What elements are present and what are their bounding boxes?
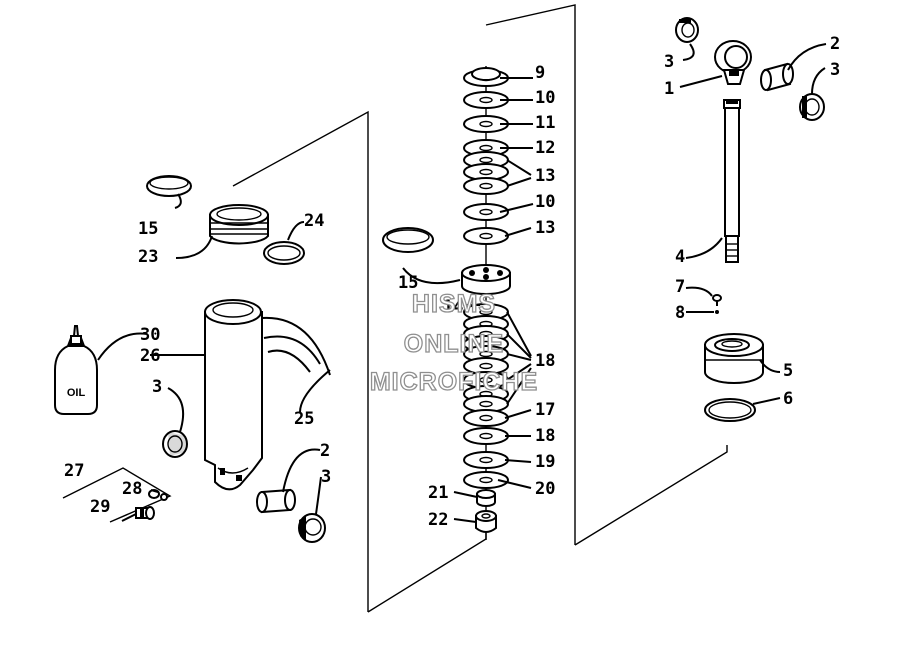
seal-ring-15-left (146, 175, 192, 197)
nut-22 (475, 510, 497, 533)
o-ring-6 (704, 398, 756, 422)
shim-washer-hole (479, 414, 493, 422)
seal-head-5 (704, 333, 764, 384)
callout-8: 8 (675, 303, 685, 323)
callout-26: 26 (140, 346, 160, 366)
callout-3: 3 (152, 377, 162, 397)
callout-5: 5 (783, 361, 793, 381)
shim-washer-hole (479, 350, 493, 358)
bushing-3-left (298, 513, 326, 543)
shaft-4 (723, 99, 741, 263)
reservoir-group: OIL (54, 175, 331, 543)
piston-23 (209, 204, 269, 245)
shim-washer-hole (479, 362, 493, 370)
shim-washer (463, 427, 509, 445)
callout-27: 27 (64, 461, 84, 481)
washer-21 (476, 489, 496, 507)
watermark-line-2: ONLINE (404, 330, 504, 358)
callout-24: 24 (304, 211, 324, 231)
shim-washer-hole (479, 96, 493, 104)
shim-washer-hole (479, 120, 493, 128)
washer-9 (471, 67, 501, 81)
callout-20: 20 (535, 479, 555, 499)
shim-washer-hole (479, 168, 493, 176)
shim-washer-hole (479, 232, 493, 240)
shim-washer (463, 227, 509, 245)
callout-22: 22 (428, 510, 448, 530)
callout-13: 13 (535, 166, 555, 186)
callout-6: 6 (783, 389, 793, 409)
shim-washer-hole (479, 456, 493, 464)
shim-washer (463, 471, 509, 489)
watermark-line-3: MICROFICHE (370, 368, 538, 396)
callout-17: 17 (535, 400, 555, 420)
callout-4: 4 (675, 247, 685, 267)
o-ring-24 (263, 241, 305, 265)
callout-7: 7 (675, 277, 685, 297)
shim-washer-hole (479, 432, 493, 440)
callout-28: 28 (122, 479, 142, 499)
callout-25: 25 (294, 409, 314, 429)
callout-29: 29 (90, 497, 110, 517)
shim-washers (463, 67, 509, 489)
callout-9: 9 (535, 63, 545, 83)
spacer-2-right (760, 62, 794, 92)
callout-3: 3 (321, 467, 331, 487)
callout-19: 19 (535, 452, 555, 472)
shim-washer-hole (479, 208, 493, 216)
callout-13: 13 (535, 218, 555, 238)
callout-30: 30 (140, 325, 160, 345)
shim-washer (463, 451, 509, 469)
callout-labels: 30 26 3 25 15 23 24 27 28 29 2 3 9 10 11… (64, 34, 840, 530)
eyelet-1 (714, 40, 752, 85)
callout-15: 15 (398, 273, 418, 293)
callout-3: 3 (664, 52, 674, 72)
shaft-group (675, 17, 825, 422)
bladder-25 (261, 316, 331, 376)
callout-1: 1 (664, 79, 674, 99)
callout-23: 23 (138, 247, 158, 267)
reservoir-cylinder-26 (204, 299, 263, 491)
callout-2: 2 (830, 34, 840, 54)
ball-8 (715, 310, 719, 314)
bushing-3-top-left (675, 17, 699, 43)
bushing-3-body (162, 430, 188, 458)
piston-14 (461, 264, 511, 295)
callout-18: 18 (535, 426, 555, 446)
callout-18: 18 (535, 351, 555, 371)
shim-washer (463, 409, 509, 427)
shim-washer-hole (479, 308, 493, 316)
callout-2: 2 (320, 441, 330, 461)
spacer-2-left (256, 488, 296, 514)
callout-14: 14 (443, 297, 463, 317)
screw-7 (712, 294, 722, 306)
leader-lines (97, 43, 827, 523)
oil-label-text: OIL (67, 387, 86, 399)
valve-screw-29 (121, 506, 155, 522)
callout-10: 10 (535, 88, 555, 108)
callout-3: 3 (830, 60, 840, 80)
callout-21: 21 (428, 483, 448, 503)
callout-10: 10 (535, 192, 555, 212)
oil-bottle-30: OIL (54, 325, 98, 415)
shim-washer-hole (479, 156, 493, 164)
bushing-3-top-right (799, 93, 825, 121)
seal-ring-15-center (382, 227, 434, 253)
callout-15: 15 (138, 219, 158, 239)
shim-washer-hole (479, 182, 493, 190)
shim-stack-group (382, 66, 511, 540)
callout-11: 11 (535, 113, 555, 133)
shim-washer (463, 203, 509, 221)
watermark-line-1: HISMS (412, 290, 496, 318)
shim-washer-hole (479, 376, 493, 384)
shim-washer-hole (479, 144, 493, 152)
shim-washer-hole (479, 400, 493, 408)
shim-washer-hole (479, 476, 493, 484)
shim-washer (463, 177, 509, 195)
watermark: HISMS ONLINE MICROFICHE (369, 289, 538, 396)
callout-12: 12 (535, 138, 555, 158)
